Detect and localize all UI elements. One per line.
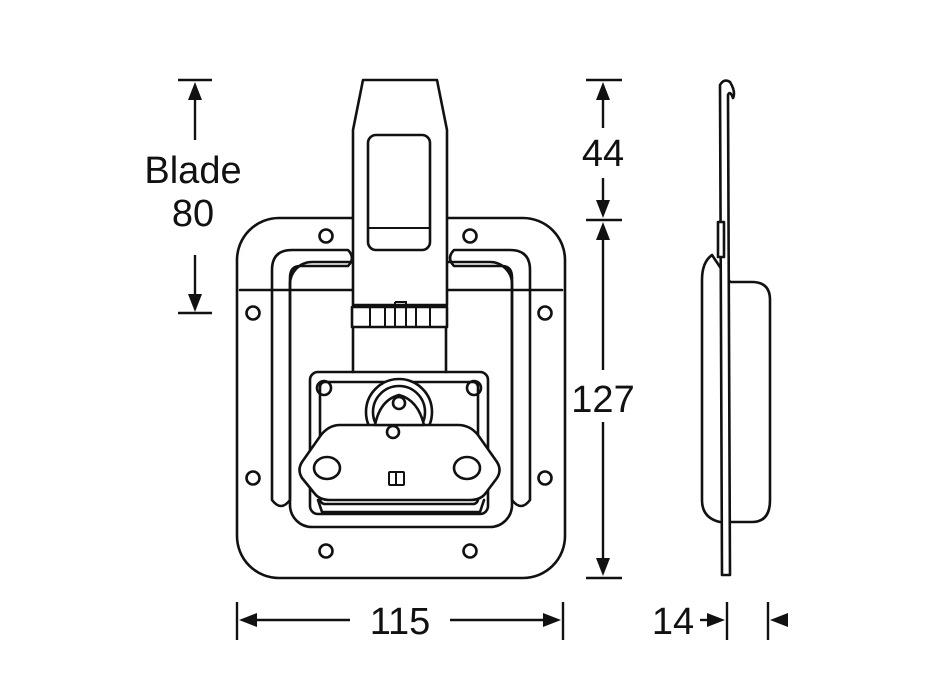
hinge xyxy=(350,305,449,329)
height-dimensions: 44 127 xyxy=(571,78,635,580)
side-blade xyxy=(718,79,736,577)
plate-height-label: 127 xyxy=(571,379,634,421)
hinge-strap xyxy=(351,325,448,374)
depth-dimension: 14 xyxy=(652,601,788,643)
hole xyxy=(462,543,478,559)
blade-dimension: Blade 80 xyxy=(144,78,242,315)
side-hinge xyxy=(716,220,726,259)
handle-right xyxy=(448,248,532,508)
blade-value: 80 xyxy=(172,193,214,235)
hinge-knuckles xyxy=(369,301,431,327)
handle-lower-edge xyxy=(316,498,486,514)
hole xyxy=(245,305,261,321)
butterfly-handle xyxy=(298,423,501,502)
logo-mark xyxy=(388,471,405,486)
upper-height-label: 44 xyxy=(582,133,624,175)
depth-label: 14 xyxy=(652,601,694,643)
hole xyxy=(315,379,333,397)
hole xyxy=(245,470,261,486)
hole xyxy=(318,543,334,559)
blade-window xyxy=(366,133,432,252)
hole xyxy=(465,379,483,397)
cam-pin xyxy=(391,395,407,411)
hole xyxy=(537,470,553,486)
handle-left xyxy=(270,248,354,508)
handle-hole xyxy=(452,455,482,481)
width-dimension: 115 xyxy=(235,601,565,643)
handle-hole xyxy=(312,455,342,481)
hole xyxy=(537,305,553,321)
hole xyxy=(462,228,478,244)
hole xyxy=(318,228,334,244)
cam-pin xyxy=(385,424,401,440)
front-view xyxy=(235,78,567,580)
plate-width-label: 115 xyxy=(370,601,431,643)
blade-label: Blade xyxy=(144,150,241,192)
side-view xyxy=(700,79,772,577)
side-dish xyxy=(700,253,772,524)
mounting-holes xyxy=(245,228,553,559)
